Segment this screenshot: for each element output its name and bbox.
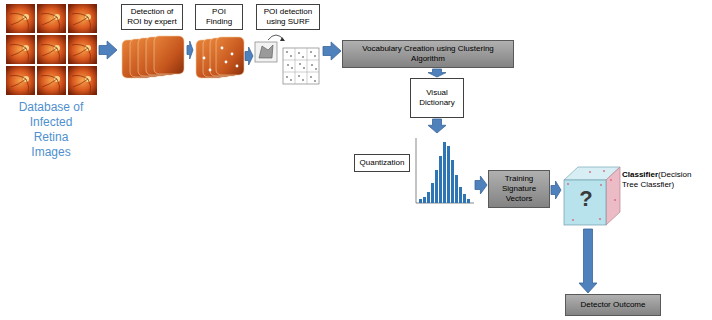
descriptor-grid [283,48,319,84]
grid-lines [283,48,319,84]
process-box: Vocabulary Creation using Clustering Alg… [342,40,514,68]
roi-slice-stack [122,36,184,78]
retina-image [6,66,35,95]
retina-slice [154,36,184,74]
step-label: POI detection using SURF [256,4,320,30]
step-label: Detection of ROI by expert [121,4,183,30]
process-step: Detection of ROI by expert [118,4,186,82]
question-mark: ? [572,186,600,212]
retina-image [6,35,35,64]
block-arrow [579,229,597,293]
process-step: POI Finding [194,4,244,82]
step-label: Quantization [354,154,410,172]
box-text: Vocabulary Creation using Clustering Alg… [347,44,509,64]
process-step: POI detection using SURF [254,4,322,88]
block-arrow [475,176,487,194]
curved-arrow [268,35,284,40]
process-box: Detector Outcome [565,294,661,316]
cube-front [564,180,606,225]
curved-arrow-head [280,37,285,41]
histogram-axis [416,138,474,203]
poi-dot [225,61,228,64]
block-arrow [187,41,193,59]
poi-dot [231,53,234,56]
retina-image [68,66,97,95]
process-box: Training Signature Vectors [488,170,550,208]
box-text: Visual Dictionary [415,88,459,108]
retina-image [68,4,97,33]
retina-image-grid [6,4,97,95]
image-database: Database of Infected Retina Images [4,4,98,176]
block-arrow [551,181,561,199]
quantization-step: Quantization [354,134,474,206]
block-arrow [323,42,341,60]
histogram-bars [419,142,470,203]
step-label: POI Finding [195,4,243,30]
poi-slice-stack [196,37,244,78]
poi-dot [203,57,206,60]
block-arrow [245,47,253,65]
histogram [416,138,474,203]
retina-image [37,66,66,95]
poi-dot [236,65,239,68]
block-arrow [99,41,117,59]
retina-image [37,4,66,33]
cube-dots [567,170,616,221]
poi-dot [221,47,224,50]
process-box: Visual Dictionary [410,78,464,118]
retina-image [37,35,66,64]
classifier-name: Classifier [622,170,658,179]
classifier-cube [564,167,620,225]
patch-frame [255,42,277,62]
surf-illustration [255,35,319,84]
box-text: Training Signature Vectors [493,174,545,204]
retina-image [6,4,35,33]
block-arrow [428,119,446,133]
database-caption: Database of Infected Retina Images [14,100,88,160]
retina-slice [216,37,244,75]
box-text: Detector Outcome [581,300,646,310]
patch-shape [259,45,273,58]
block-arrow [428,69,446,77]
poi-dot [209,69,212,72]
retina-image [68,35,97,64]
classifier-caption: Classifier(Decision Tree Classfier) [622,170,700,190]
cube-side [606,167,620,225]
descriptor-dots [286,51,317,82]
